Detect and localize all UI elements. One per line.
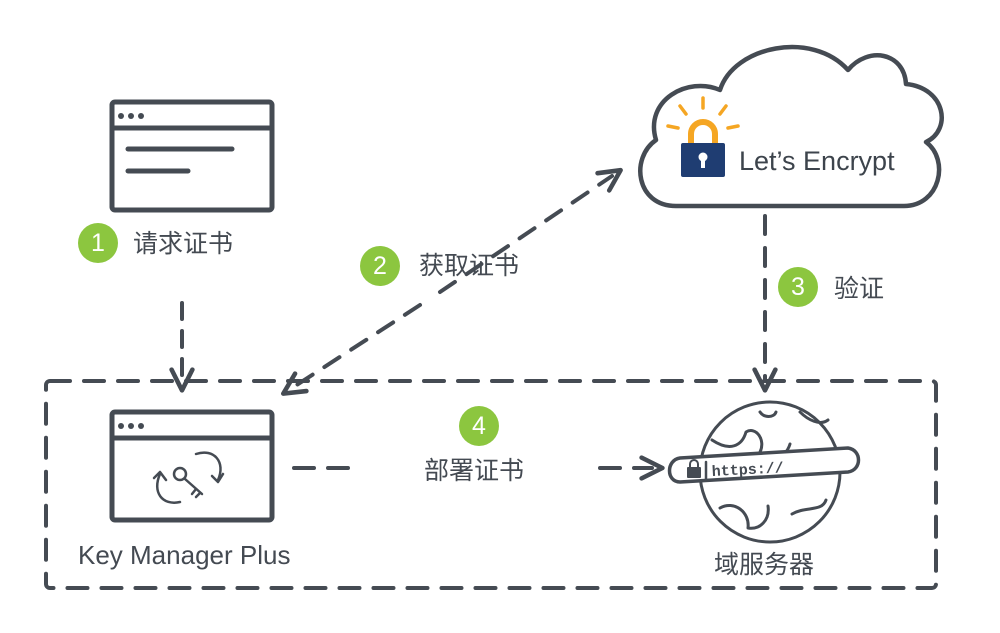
cloud-shape — [638, 44, 944, 209]
obtain-arrow-up — [438, 167, 623, 294]
key-manager-label: Key Manager Plus — [78, 540, 291, 570]
step-4-badge: 4 — [459, 406, 499, 446]
domain-server-label: 域服务器 — [714, 550, 815, 579]
step-3-label: 验证 — [834, 274, 885, 303]
step-4-label: 部署证书 — [424, 456, 525, 485]
step-3-badge: 3 — [778, 267, 818, 307]
step-2-badge: 2 — [360, 246, 400, 286]
url-text: https:// — [711, 460, 784, 481]
step-1-badge: 1 — [78, 223, 118, 263]
lock-icon — [666, 96, 740, 177]
letsencrypt-label: Let’s Encrypt — [739, 146, 895, 176]
request-window-icon — [109, 99, 275, 213]
deployment-boundary — [44, 379, 938, 590]
step-1-label: 请求证书 — [133, 229, 234, 258]
url-bar — [667, 446, 861, 484]
obtain-arrow-down — [280, 303, 422, 396]
key-manager-window-icon — [109, 409, 275, 523]
key-rotate-icon — [152, 451, 225, 504]
step-2-label: 获取证书 — [419, 251, 520, 280]
url-lock-icon — [687, 459, 701, 478]
